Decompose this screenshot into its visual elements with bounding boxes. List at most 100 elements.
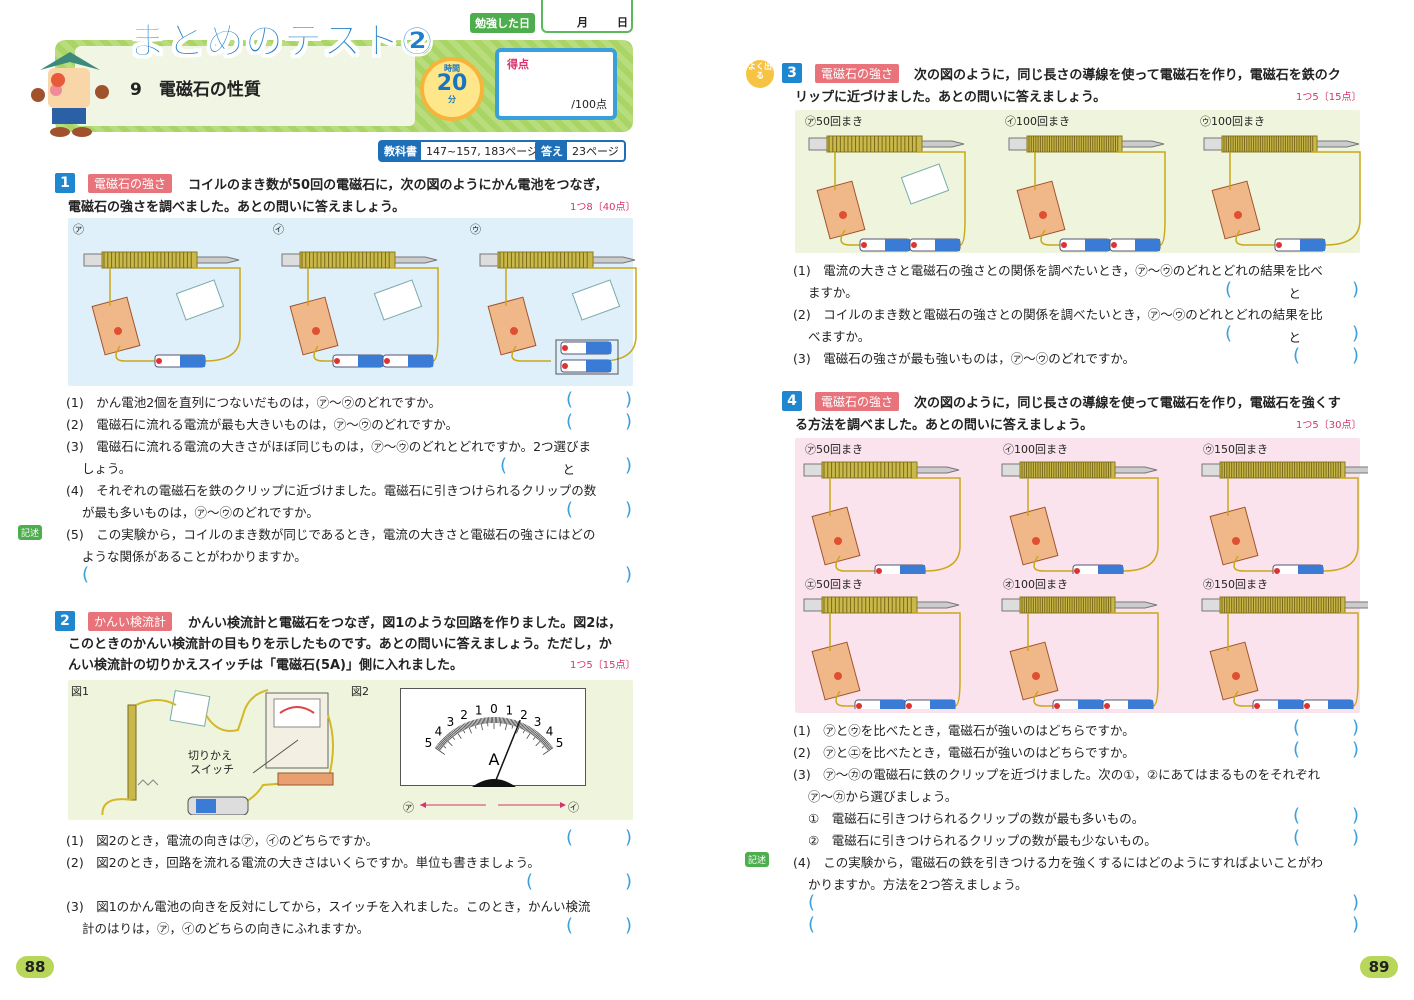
answer-field-open[interactable]: ( [1293, 345, 1301, 366]
answer-field-close[interactable]: ) [625, 564, 633, 585]
study-date-label: 勉強した日 [470, 13, 535, 33]
answer-field-open[interactable]: ( [1293, 739, 1301, 760]
answer-field-close[interactable]: ) [625, 455, 633, 476]
answer-field-close[interactable]: ) [1352, 914, 1360, 935]
circuit-diagram [83, 251, 241, 368]
answer-field-close[interactable]: ) [1352, 827, 1360, 848]
galvanometer-circuit [101, 689, 334, 815]
answer-field-open[interactable]: ( [566, 389, 574, 410]
question-item: ような関係があることがわかりますか。 [82, 549, 307, 564]
scale-tick [526, 728, 534, 739]
question-number: 4 [782, 391, 802, 411]
and-label: と [562, 462, 576, 477]
answer-field-open[interactable]: ( [566, 499, 574, 520]
nail-head [1001, 598, 1021, 612]
answer-field-close[interactable]: ) [1352, 717, 1360, 738]
switch-knob [1232, 672, 1240, 680]
q4-figure: ㋐50回まき ㋑100回まき ㋒150回まき ㋓50回まき ㋔100回まき ㋕1… [795, 438, 1368, 713]
circuit-diagram [1001, 596, 1159, 709]
question-item: (1) 図2のとき，電流の向きは㋐，㋑のどちらですか。 [66, 833, 379, 848]
scale-tick [546, 745, 552, 750]
question-item: が最も多いものは，㋐〜㋒のどれですか。 [82, 505, 319, 520]
nail-head [1201, 598, 1221, 612]
wire [1229, 151, 1361, 246]
question-category: 電磁石の強さ [815, 64, 900, 83]
circuit-diagram [1203, 135, 1361, 252]
answer-field-open[interactable]: ( [566, 827, 574, 848]
scale-tick [523, 724, 527, 731]
battery-terminal [1274, 568, 1280, 574]
answer-field-close[interactable]: ) [625, 827, 633, 848]
question-item: (2) ㋐と㋓を比べたとき，電磁石が強いのはどちらですか。 [793, 745, 1135, 760]
timer-top: 時間 [444, 64, 460, 73]
answer-field-open[interactable]: ( [566, 915, 574, 936]
scale-tick [543, 740, 549, 746]
battery-label [935, 239, 960, 251]
figure-label: ㋕150回まき [1203, 578, 1268, 591]
answer-field-open[interactable]: ( [82, 564, 90, 585]
answer-field-close[interactable]: ) [1352, 323, 1360, 344]
scale-tick [536, 734, 542, 740]
answer-field-close[interactable]: ) [625, 389, 633, 410]
answer-field-close[interactable]: ) [1352, 345, 1360, 366]
answer-field-open[interactable]: ( [566, 411, 574, 432]
figure-label: ㋐50回まき [805, 443, 863, 456]
question-item: ① 電磁石に引きつけられるクリップの数が最も多いもの。 [808, 811, 1145, 826]
scale-tick [484, 717, 486, 724]
figure-label: ㋑100回まき [1005, 115, 1070, 128]
answer-field-open[interactable]: ( [1293, 827, 1301, 848]
battery-terminal [156, 358, 162, 364]
switch-board [487, 296, 537, 356]
battery-terminal [1074, 568, 1080, 574]
scale-tick [436, 745, 442, 750]
question-text: んい検流計の切りかえスイッチは「電磁石(5A)」側に入れました。 [68, 658, 463, 673]
question-item: かりますか。方法を2つ答えましょう。 [808, 877, 1028, 892]
answer-field-close[interactable]: ) [625, 499, 633, 520]
battery-terminal [562, 363, 568, 369]
scale-tick [478, 718, 481, 725]
wire [1227, 477, 1359, 572]
answer-field-close[interactable]: ) [1352, 279, 1360, 300]
score-box: 得点 /100点 [495, 48, 617, 120]
scale-label: 4 [546, 724, 554, 738]
answer-field-open[interactable]: ( [1225, 279, 1233, 300]
scale-tick [541, 741, 549, 749]
answer-field-open[interactable]: ( [1293, 717, 1301, 738]
day-label: 日 [617, 16, 628, 29]
answer-field-open[interactable]: ( [808, 914, 816, 935]
answer-field-open[interactable]: ( [500, 455, 508, 476]
scale-label: 3 [447, 715, 455, 729]
answer-field-close[interactable]: ) [625, 411, 633, 432]
answer-field-close[interactable]: ) [1352, 805, 1360, 826]
question-item: (5) この実験から，コイルのまき数が同じであるとき，電流の大きさと電磁石の強さ… [66, 527, 596, 542]
question-item: (4) この実験から，電磁石の鉄を引きつける力を強くするにはどのようにすればよい… [793, 855, 1323, 870]
scale-label: 1 [475, 703, 483, 717]
answer-field-close[interactable]: ) [625, 871, 633, 892]
scale-tick [520, 723, 524, 729]
figure-label: ㋔100回まき [1003, 578, 1068, 591]
timer-badge: 時間 20 分 [420, 57, 484, 121]
scale-tick [537, 735, 543, 741]
switch-knob [114, 327, 122, 335]
answer-field-open[interactable]: ( [1225, 323, 1233, 344]
nail-head [808, 137, 828, 151]
answer-field-close[interactable]: ) [1352, 739, 1360, 760]
battery-label [1278, 700, 1303, 709]
answer-field-open[interactable]: ( [526, 871, 534, 892]
scale-tick [447, 733, 453, 739]
question-text: 次の図のように，同じ長さの導線を使って電磁石を作り，電磁石を鉄のク [914, 68, 1341, 83]
answer-field-close[interactable]: ) [625, 915, 633, 936]
answer-field-close[interactable]: ) [1352, 892, 1360, 913]
scale-tick [462, 723, 467, 730]
wire [307, 267, 439, 362]
points: 1つ5〔30点〕 [1296, 420, 1362, 431]
scale-tick [470, 720, 474, 727]
nail-head [1008, 137, 1028, 151]
scale-label: 3 [534, 715, 542, 729]
points: 1つ5〔15点〕 [570, 660, 636, 671]
answer-field-open[interactable]: ( [808, 892, 816, 913]
answer-field-open[interactable]: ( [1293, 805, 1301, 826]
scale-tick [456, 726, 461, 733]
circuit-diagram [1001, 461, 1159, 574]
